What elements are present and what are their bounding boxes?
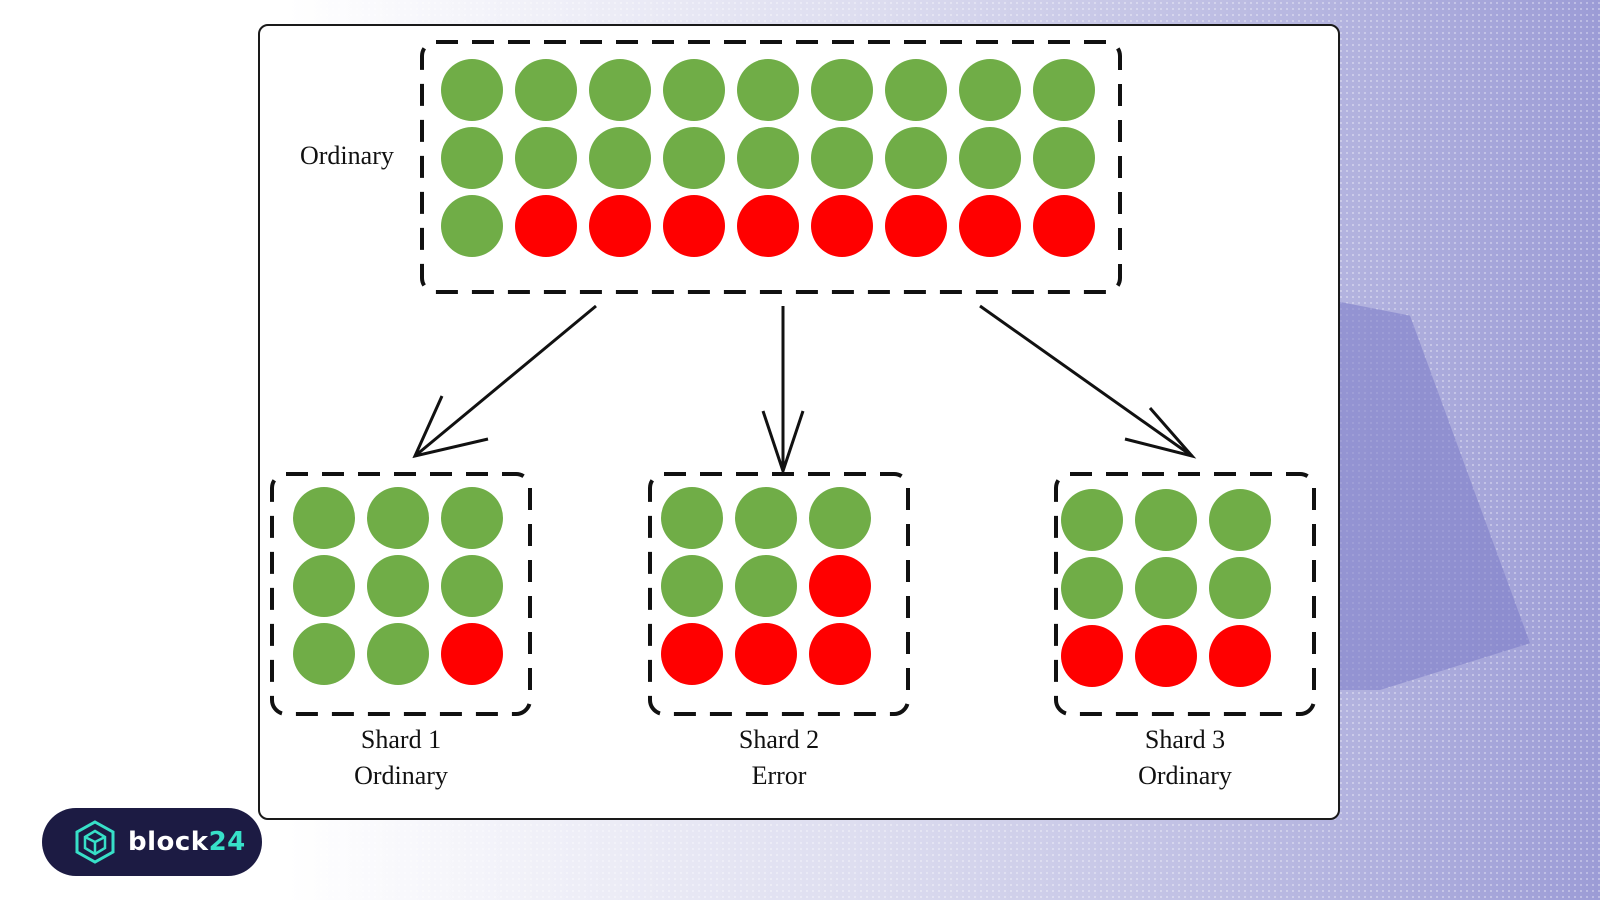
main-node-green: [737, 59, 799, 121]
arrow-to-shard-3: [979, 304, 1197, 459]
shard-2-node-red: [809, 555, 871, 617]
shard-2-node-green: [661, 555, 723, 617]
main-group-box: [420, 40, 1122, 294]
shard-3-box: [1054, 472, 1316, 716]
main-node-green: [811, 127, 873, 189]
brand-name: block24: [128, 827, 246, 857]
main-node-green: [959, 127, 1021, 189]
arrow-to-shard-1: [412, 304, 597, 459]
shard-1-status: Ordinary: [354, 761, 448, 790]
main-node-green: [589, 59, 651, 121]
shard-3-node-green: [1061, 557, 1123, 619]
shard-3-status: Ordinary: [1138, 761, 1232, 790]
shard-1-box: [270, 472, 532, 716]
main-node-green: [885, 59, 947, 121]
shard-1-node-green: [367, 487, 429, 549]
main-node-green: [1033, 127, 1095, 189]
main-node-green: [589, 127, 651, 189]
shard-1-node-green: [441, 487, 503, 549]
shard-3-name: Shard 3: [1145, 725, 1225, 754]
shard-1-node-green: [367, 623, 429, 685]
shard-2-node-green: [735, 555, 797, 617]
shard-1-node-green: [367, 555, 429, 617]
shard-3-node-green: [1135, 557, 1197, 619]
main-group-nodes: [441, 59, 1095, 257]
main-node-red: [737, 195, 799, 257]
shard-3-node-green: [1061, 489, 1123, 551]
diagram-panel: Ordinary Shard 1 Ordinary: [258, 24, 1340, 820]
main-node-red: [959, 195, 1021, 257]
brand-prefix: block: [128, 827, 209, 857]
shard-3-node-green: [1209, 557, 1271, 619]
main-node-red: [1033, 195, 1095, 257]
main-node-green: [959, 59, 1021, 121]
shard-2-box: [648, 472, 910, 716]
main-node-green: [663, 127, 725, 189]
shard-2-node-red: [661, 623, 723, 685]
arrow-to-shard-2: [761, 306, 805, 476]
arrows: [412, 304, 1197, 476]
shard-2-name: Shard 2: [739, 725, 819, 754]
shard-3-node-green: [1209, 489, 1271, 551]
main-node-green: [885, 127, 947, 189]
main-node-green: [663, 59, 725, 121]
sharding-diagram: Ordinary Shard 1 Ordinary: [270, 40, 1316, 790]
main-node-red: [811, 195, 873, 257]
main-node-green: [441, 127, 503, 189]
shard-3-node-green: [1135, 489, 1197, 551]
main-node-green: [441, 59, 503, 121]
shard-2-node-green: [735, 487, 797, 549]
shard-1: Shard 1 Ordinary: [270, 472, 532, 790]
main-group-label: Ordinary: [300, 141, 394, 170]
main-node-red: [515, 195, 577, 257]
main-node-green: [737, 127, 799, 189]
shard-2-node-green: [661, 487, 723, 549]
brand-logo[interactable]: block24: [42, 808, 262, 876]
shard-2-status: Error: [752, 761, 807, 790]
main-node-green: [441, 195, 503, 257]
main-node-green: [515, 127, 577, 189]
shard-1-node-green: [293, 555, 355, 617]
main-node-green: [811, 59, 873, 121]
shard-3-nodes: [1061, 489, 1271, 687]
shard-2-nodes: [661, 487, 871, 685]
shard-1-name: Shard 1: [361, 725, 441, 754]
main-node-red: [885, 195, 947, 257]
shard-1-nodes: [293, 487, 503, 685]
shard-1-node-green: [293, 623, 355, 685]
main-node-green: [1033, 59, 1095, 121]
shard-3-node-red: [1209, 625, 1271, 687]
shard-1-node-green: [293, 487, 355, 549]
shard-1-node-red: [441, 623, 503, 685]
shard-2: Shard 2 Error: [648, 472, 910, 790]
shard-3: Shard 3 Ordinary: [1054, 472, 1316, 790]
main-node-red: [589, 195, 651, 257]
shard-2-node-red: [735, 623, 797, 685]
main-node-red: [663, 195, 725, 257]
shard-3-node-red: [1135, 625, 1197, 687]
main-node-green: [515, 59, 577, 121]
shard-3-node-red: [1061, 625, 1123, 687]
shard-2-node-green: [809, 487, 871, 549]
shard-2-node-red: [809, 623, 871, 685]
shard-1-node-green: [441, 555, 503, 617]
brand-suffix: 24: [208, 827, 246, 857]
cube-icon: [75, 820, 115, 864]
